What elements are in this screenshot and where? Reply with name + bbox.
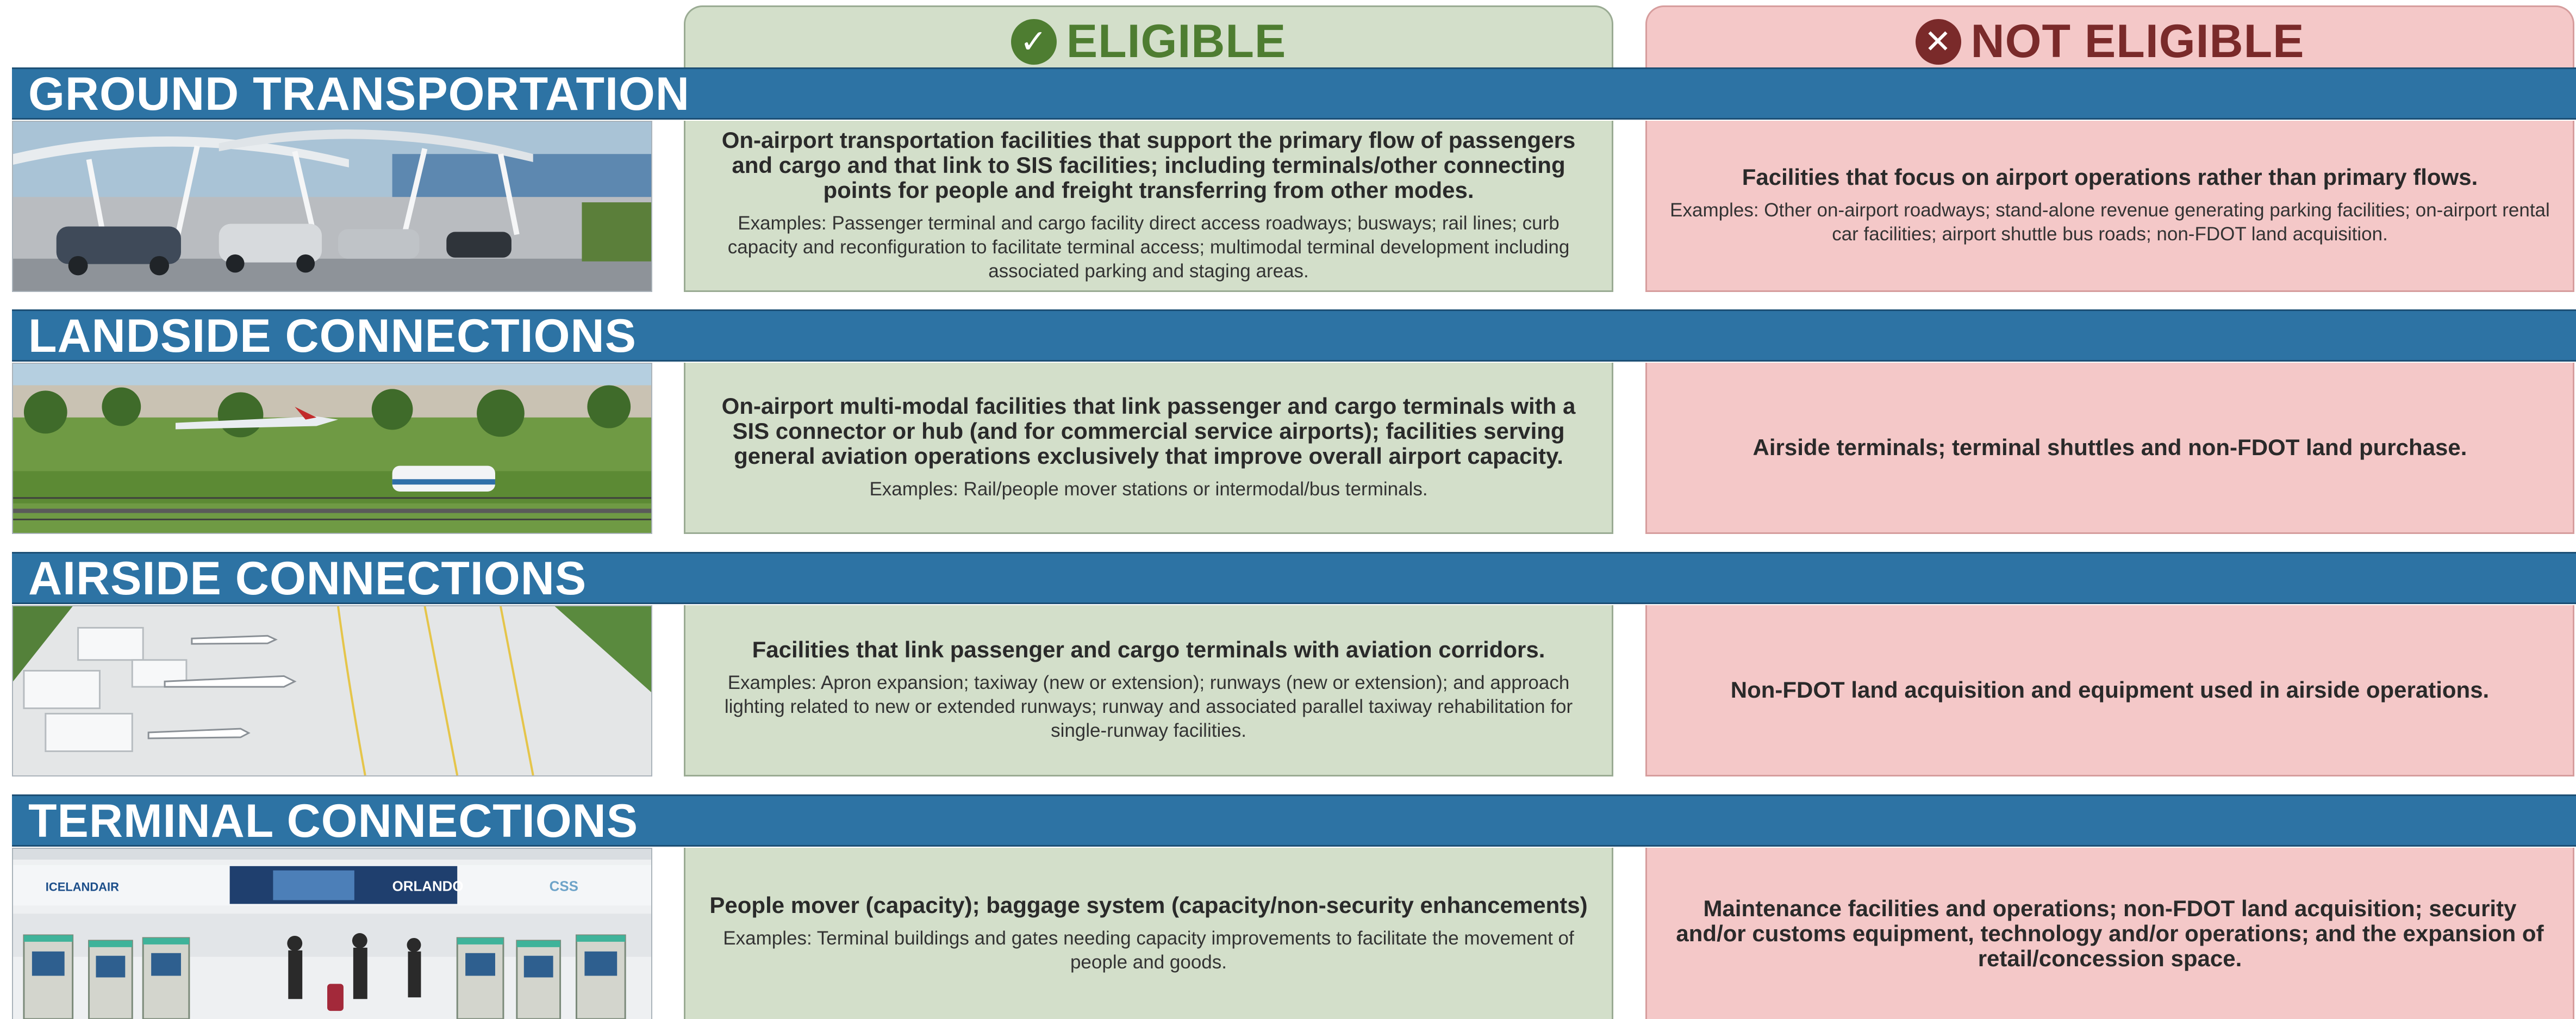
- eligible-main-text: On-airport transportation facilities tha…: [721, 127, 1576, 203]
- not-eligible-main-text: Maintenance facilities and operations; n…: [1676, 895, 2544, 971]
- row-band-ground-transportation: GROUND TRANSPORTATION: [12, 67, 2576, 120]
- eligible-examples-text: Examples: Terminal buildings and gates n…: [723, 927, 1574, 973]
- not-eligible-main-text: Non-FDOT land acquisition and equipment …: [1730, 677, 2490, 703]
- not-eligible-cell-ground-transportation: Facilities that focus on airport operati…: [1645, 121, 2574, 292]
- not-eligible-main-text: Airside terminals; terminal shuttles and…: [1752, 434, 2467, 460]
- terminal-kiosks-photo: ICELANDAIR ORLANDO CSS: [12, 848, 652, 1019]
- not-eligible-cell-terminal-connections: Maintenance facilities and operations; n…: [1645, 848, 2574, 1019]
- check-circle-icon: ✓: [1011, 19, 1057, 65]
- not-eligible-column-header: ✕ NOT ELIGIBLE: [1645, 5, 2574, 73]
- airport-curbside-photo: [12, 121, 652, 292]
- eligible-column-header: ✓ ELIGIBLE: [684, 5, 1613, 73]
- row-band-terminal-connections: TERMINAL CONNECTIONS: [12, 794, 2576, 847]
- eligible-main-text: People mover (capacity); baggage system …: [709, 892, 1588, 918]
- eligible-cell-ground-transportation: On-airport transportation facilities tha…: [684, 121, 1613, 292]
- eligible-main-text: On-airport multi-modal facilities that l…: [721, 393, 1576, 469]
- row-title: TERMINAL CONNECTIONS: [28, 795, 639, 847]
- aircraft-apron-photo: [12, 605, 652, 776]
- row-band-airside-connections: AIRSIDE CONNECTIONS: [12, 552, 2576, 604]
- not-eligible-cell-airside-connections: Non-FDOT land acquisition and equipment …: [1645, 605, 2574, 776]
- row-band-landside-connections: LANDSIDE CONNECTIONS: [12, 309, 2576, 362]
- eligible-cell-terminal-connections: People mover (capacity); baggage system …: [684, 848, 1613, 1019]
- eligible-cell-landside-connections: On-airport multi-modal facilities that l…: [684, 363, 1613, 534]
- eligible-examples-text: Examples: Passenger terminal and cargo f…: [727, 213, 1570, 282]
- photo-logo-sign: CSS: [550, 879, 578, 894]
- eligible-cell-airside-connections: Facilities that link passenger and cargo…: [684, 605, 1613, 776]
- not-eligible-examples-text: Examples: Other on-airport roadways; sta…: [1670, 200, 2550, 245]
- not-eligible-header-label: NOT ELIGIBLE: [1970, 15, 2305, 67]
- eligible-main-text: Facilities that link passenger and cargo…: [752, 637, 1545, 662]
- x-circle-icon: ✕: [1915, 19, 1961, 65]
- eligible-header-label: ELIGIBLE: [1066, 15, 1287, 67]
- row-title: LANDSIDE CONNECTIONS: [28, 310, 637, 362]
- photo-city-sign: ORLANDO: [392, 879, 464, 894]
- photo-airline-sign: ICELANDAIR: [46, 880, 119, 894]
- row-title: GROUND TRANSPORTATION: [28, 68, 690, 120]
- eligible-examples-text: Examples: Rail/people mover stations or …: [869, 479, 1428, 500]
- people-mover-photo: [12, 363, 652, 534]
- not-eligible-main-text: Facilities that focus on airport operati…: [1742, 164, 2478, 190]
- eligible-examples-text: Examples: Apron expansion; taxiway (new …: [724, 672, 1573, 741]
- row-title: AIRSIDE CONNECTIONS: [28, 552, 587, 605]
- not-eligible-cell-landside-connections: Airside terminals; terminal shuttles and…: [1645, 363, 2574, 534]
